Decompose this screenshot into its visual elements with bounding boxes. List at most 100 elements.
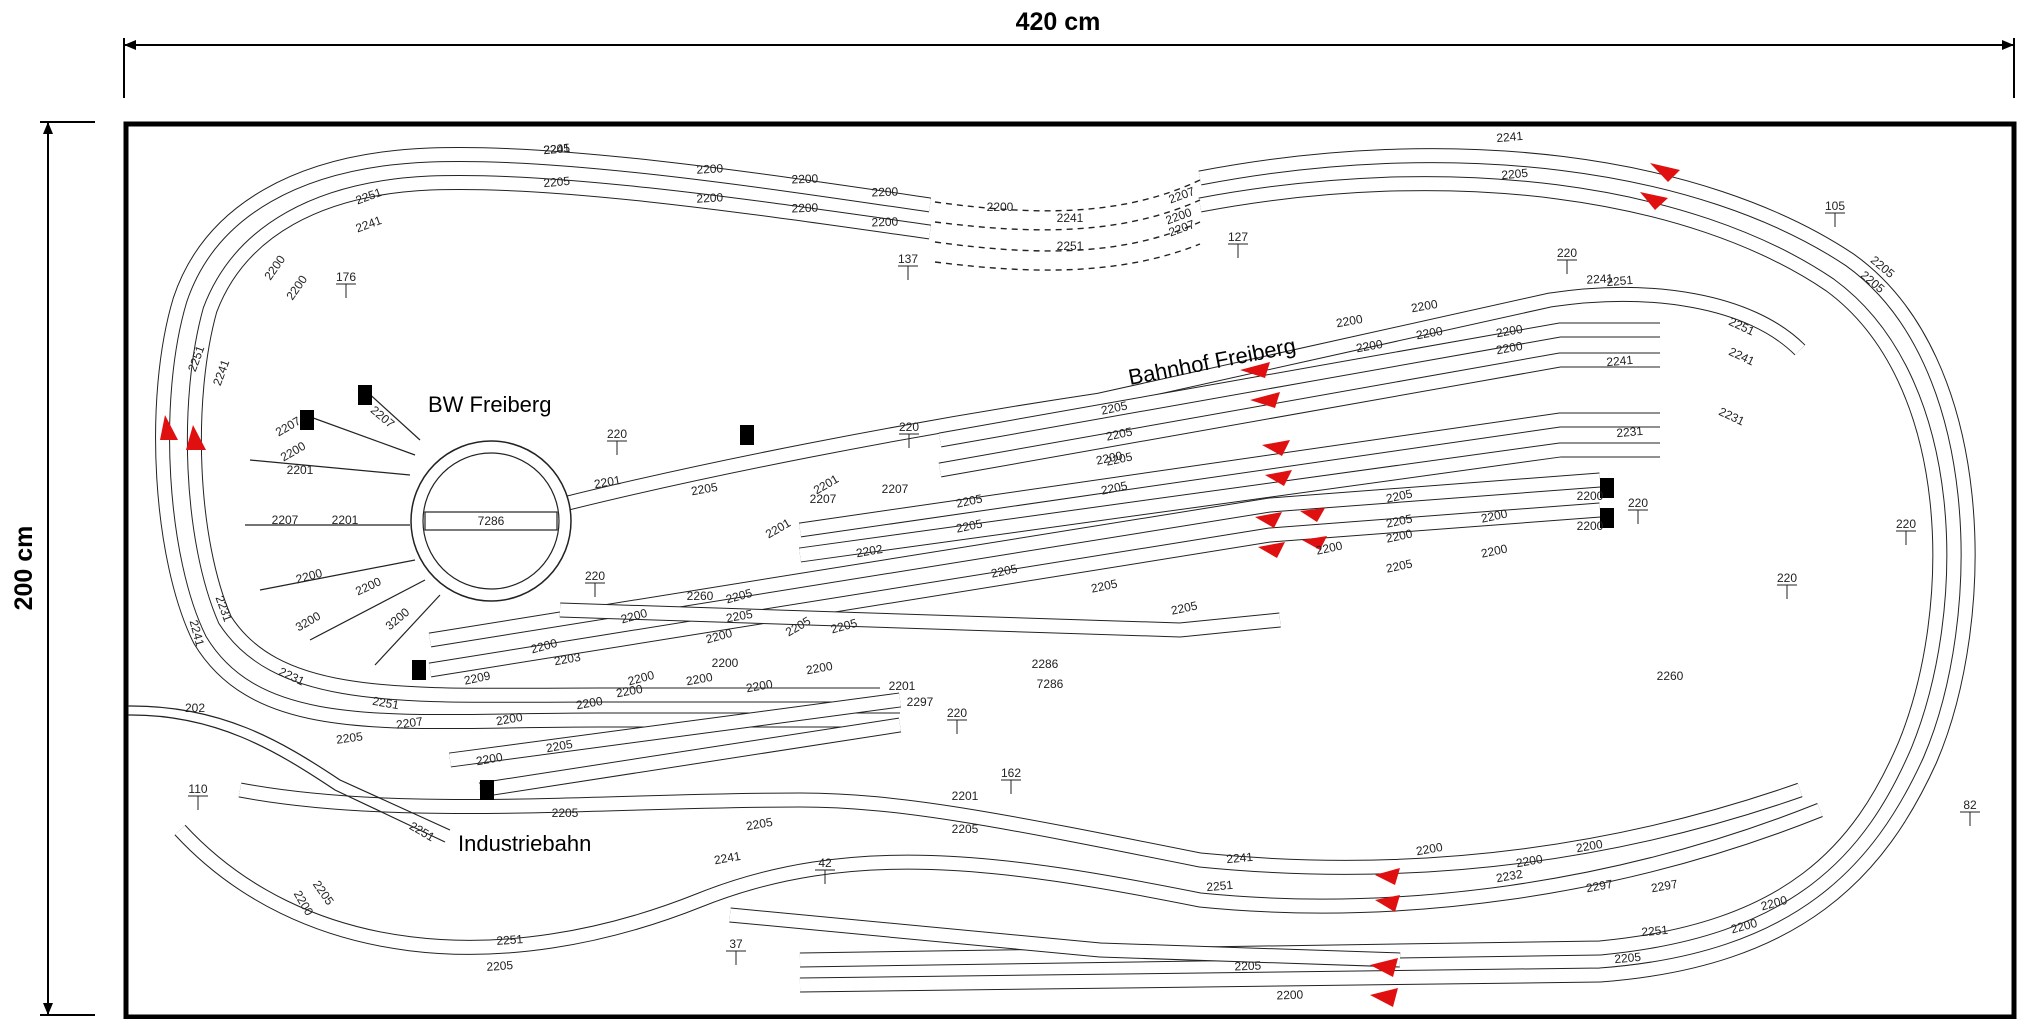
- track-number: 2200: [1577, 519, 1604, 533]
- buffer-stops: [300, 385, 1614, 800]
- marker-number: 105: [1825, 199, 1845, 213]
- marker-number: 127: [1228, 230, 1248, 244]
- station-tracks: [428, 286, 1806, 798]
- track-number: 2207: [395, 714, 424, 732]
- track-number: 2205: [829, 616, 859, 637]
- track-number: 2200: [1385, 526, 1414, 545]
- distance-marker: 220: [1777, 571, 1797, 599]
- track-number: 2205: [1105, 424, 1134, 443]
- track-number: 2209: [463, 668, 492, 687]
- lower-s-track: [174, 782, 1823, 968]
- track-number: 2205: [552, 806, 579, 820]
- track-number: 2200: [615, 682, 644, 700]
- track-number: 2200: [1495, 322, 1524, 340]
- distance-marker: 220: [1557, 246, 1577, 274]
- marker-number: 137: [898, 252, 918, 266]
- track-number: 2200: [529, 636, 559, 657]
- marker-number: 220: [1896, 517, 1916, 531]
- width-label: 420 cm: [1016, 8, 1101, 36]
- track-number: 2205: [1614, 950, 1642, 966]
- track-number: 2231: [1616, 424, 1644, 440]
- track-number: 2200: [712, 656, 739, 670]
- track-number: 2205: [543, 174, 571, 190]
- track-number: 2200: [871, 185, 898, 200]
- track-number: 2297: [1650, 877, 1679, 895]
- marker-number: 176: [336, 270, 356, 284]
- track-number: 2205: [543, 141, 571, 157]
- marker-number: 82: [1963, 798, 1977, 812]
- track-number: 2251: [1606, 273, 1634, 289]
- track-number: 2205: [990, 561, 1019, 580]
- track-number: 2205: [952, 822, 979, 836]
- track-number: 2297: [1585, 877, 1614, 895]
- track-number: 2205: [1385, 556, 1414, 575]
- track-number: 2205: [335, 729, 364, 747]
- marker-number: 162: [1001, 766, 1021, 780]
- turntable: 7286: [410, 440, 572, 602]
- track-number: 2200: [1729, 916, 1759, 937]
- distance-marker: 176: [336, 270, 356, 298]
- track-number: 2232: [1495, 867, 1524, 885]
- dashed-connection: [934, 179, 1201, 271]
- track-number: 2297: [907, 695, 934, 709]
- track-number: 2200: [1480, 506, 1509, 525]
- track-number: 2200: [1410, 297, 1439, 315]
- track-number: 2200: [745, 677, 774, 695]
- track-number-labels: 2205220022002200220522002200220022512241…: [185, 129, 1898, 1003]
- track-number: 2201: [952, 789, 979, 803]
- track-number: 2205: [690, 480, 719, 498]
- track-number: 2205: [955, 516, 984, 535]
- track-number: 2202: [855, 542, 884, 560]
- track-number: 2205: [724, 586, 754, 607]
- track-number: 2251: [1206, 878, 1234, 894]
- track-number: 2207: [882, 482, 909, 496]
- marker-number: 220: [947, 706, 967, 720]
- track-number: 7286: [1037, 677, 1064, 691]
- track-number: 2200: [685, 670, 714, 688]
- track-number: 2203: [553, 650, 582, 668]
- marker-number: 220: [607, 427, 627, 441]
- track-number: 2201: [593, 473, 622, 491]
- marker-number: 220: [1628, 496, 1648, 510]
- track-number: 2200: [1480, 541, 1509, 560]
- track-number: 2200: [1515, 852, 1544, 870]
- track-number: 2241: [1586, 271, 1614, 286]
- track-number: 2205: [1170, 598, 1199, 617]
- track-number: 2241: [543, 141, 571, 157]
- marker-number: 110: [188, 782, 207, 796]
- track-number: 2251: [1057, 239, 1084, 253]
- width-dimension: 420 cm: [123, 8, 2015, 98]
- track-number: 2200: [696, 161, 724, 176]
- track-number: 2251: [371, 694, 400, 712]
- bw-stalls: [245, 389, 441, 666]
- track-number: 2200: [495, 710, 524, 728]
- track-number: 2200: [871, 215, 898, 230]
- track-number: 2241: [187, 618, 208, 648]
- marker-number: 220: [1557, 246, 1577, 260]
- track-number: 2200: [1095, 448, 1124, 467]
- distance-marker: 220: [1896, 517, 1916, 545]
- track-number: 2207: [272, 513, 299, 527]
- distance-marker: 127: [1228, 230, 1248, 258]
- industrie-label: Industriebahn: [458, 831, 591, 856]
- track-number: 2205: [1090, 576, 1119, 595]
- distance-marker: 220: [585, 569, 605, 597]
- height-dimension: 200 cm: [10, 121, 95, 1016]
- distance-marker: 220: [899, 420, 919, 448]
- marker-number: 220: [1777, 571, 1797, 585]
- distance-marker: 220: [1628, 496, 1648, 524]
- distance-marker: 110: [188, 782, 208, 810]
- track-number: 2200: [1577, 489, 1604, 503]
- track-number: 2200: [575, 694, 604, 712]
- track-number: 2200: [475, 750, 504, 768]
- industry-track: [127, 705, 451, 843]
- distance-marker: 220: [947, 706, 967, 734]
- track-number: 2205: [1100, 478, 1129, 497]
- distance-markers: 220 176 137 127 105 220 220 220 220 220 220 220 162 1…: [188, 199, 1980, 965]
- track-number: 2201: [889, 679, 916, 693]
- distance-marker: 42: [815, 856, 835, 884]
- distance-marker: 220: [607, 427, 627, 455]
- track-number: 2200: [791, 201, 818, 216]
- track-number: 2200: [1495, 339, 1524, 357]
- track-number: 2205: [1234, 959, 1261, 974]
